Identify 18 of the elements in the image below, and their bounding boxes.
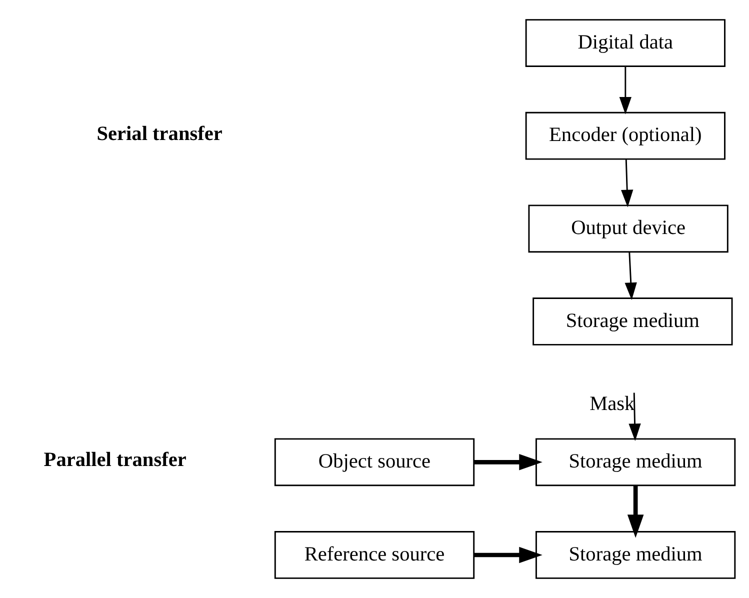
arrow	[474, 546, 542, 564]
label: Parallel transfer	[44, 449, 186, 472]
arrow	[474, 454, 542, 470]
arrow	[628, 392, 641, 441]
node-box: Digital data	[525, 19, 726, 67]
node-box: Output device	[528, 204, 728, 253]
arrow	[619, 66, 632, 114]
arrow	[621, 159, 634, 208]
node-box: Object source	[274, 438, 475, 486]
node-box: Storage medium	[536, 531, 736, 579]
arrow	[624, 252, 637, 300]
node-box: Encoder (optional)	[525, 112, 726, 160]
node-box: Storage medium	[536, 438, 736, 486]
node-box: Reference source	[274, 531, 475, 579]
node-box: Storage medium	[532, 298, 733, 346]
label: Serial transfer	[96, 122, 222, 145]
edge-label: Mask	[590, 393, 635, 416]
arrow	[627, 485, 644, 538]
